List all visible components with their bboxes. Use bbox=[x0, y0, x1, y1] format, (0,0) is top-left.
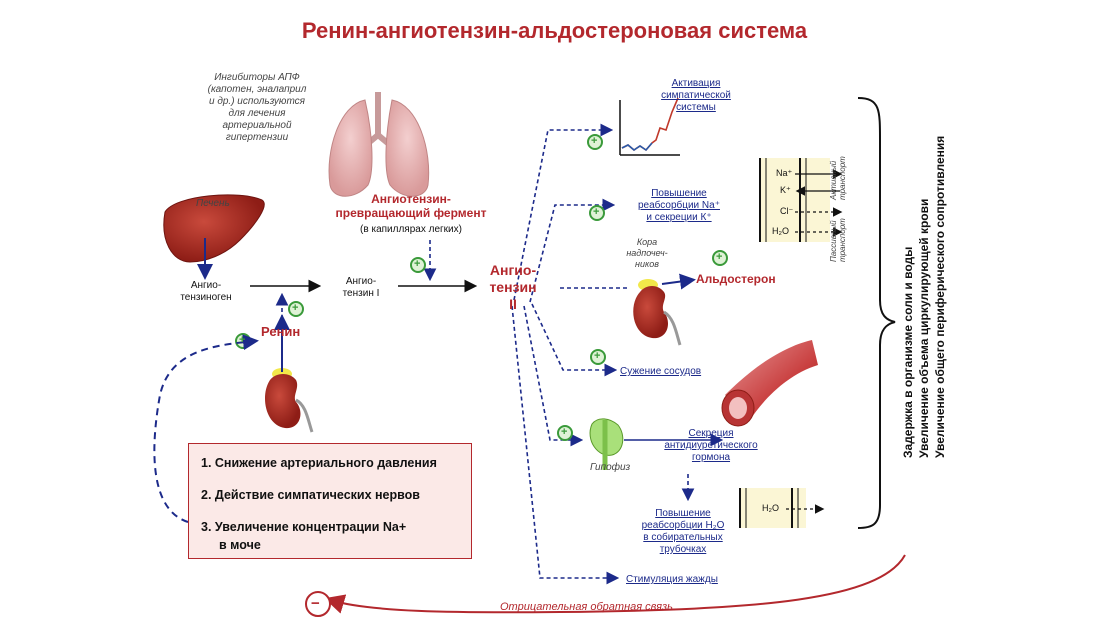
plus-sign: + bbox=[591, 135, 598, 147]
ace-inhibitors-note: Ингибиторы АПФ(капотен, эналаприл и др.)… bbox=[207, 72, 307, 143]
plus-sign: + bbox=[561, 426, 568, 438]
adrenal-kidney-icon bbox=[633, 279, 682, 346]
sympathetic-activity-chart bbox=[619, 97, 680, 156]
ion-na: Na⁺ bbox=[776, 168, 793, 178]
plus-sign: + bbox=[593, 206, 600, 218]
water-transport-label: H₂O bbox=[762, 503, 779, 513]
ion-transport-membrane bbox=[759, 158, 843, 242]
lungs-icon bbox=[328, 92, 430, 197]
plus-sign: + bbox=[716, 251, 723, 263]
angiotensin-1-label: Ангио-тензин I bbox=[342, 276, 380, 299]
renin-label: Ренин bbox=[261, 324, 301, 339]
outcomes-list: Задержка в организме соли и воды Увеличе… bbox=[901, 135, 947, 458]
ion-cl: Cl⁻ bbox=[780, 206, 794, 216]
plus-sign: + bbox=[594, 350, 601, 362]
page-title: Ренин-ангиотензин-альдостероновая систем… bbox=[301, 18, 808, 43]
causes-box: 1. Снижение артериального давления 2. Де… bbox=[188, 443, 472, 559]
cause-3-continued: в моче bbox=[219, 538, 261, 552]
liver-icon bbox=[163, 194, 265, 263]
aldosterone-label: Альдостерон bbox=[696, 272, 776, 286]
ion-water: H₂O bbox=[772, 226, 789, 236]
plus-sign: + bbox=[292, 302, 299, 314]
kidney-icon bbox=[265, 368, 314, 433]
ace-location-label: (в капиллярах легких) bbox=[360, 224, 462, 235]
liver-label: Печень bbox=[196, 198, 230, 209]
plus-sign: + bbox=[414, 258, 421, 270]
ion-k: K⁺ bbox=[780, 185, 791, 195]
plus-sign: + bbox=[239, 334, 246, 346]
pituitary-icon bbox=[589, 418, 624, 470]
cause-2: 2. Действие симпатических нервов bbox=[201, 488, 420, 502]
effect-thirst[interactable]: Стимуляция жажды bbox=[626, 574, 718, 585]
angiotensinogen-label: Ангио-тензиноген bbox=[180, 280, 232, 303]
blood-vessel-icon bbox=[721, 340, 818, 427]
cause-3: 3. Увеличение концентрации Na+ bbox=[201, 520, 407, 534]
cause-1: 1. Снижение артериального давления bbox=[201, 456, 437, 470]
negative-feedback-label: Отрицательная обратная связь bbox=[500, 601, 673, 613]
ace-label: Ангиотензин-превращающий фермент bbox=[335, 192, 487, 220]
water-transport-membrane bbox=[739, 488, 825, 528]
pituitary-label: Гипофиз bbox=[590, 462, 631, 473]
effect-vasoconstriction[interactable]: Сужение сосудов bbox=[620, 366, 702, 377]
minus-sign: − bbox=[311, 595, 320, 612]
